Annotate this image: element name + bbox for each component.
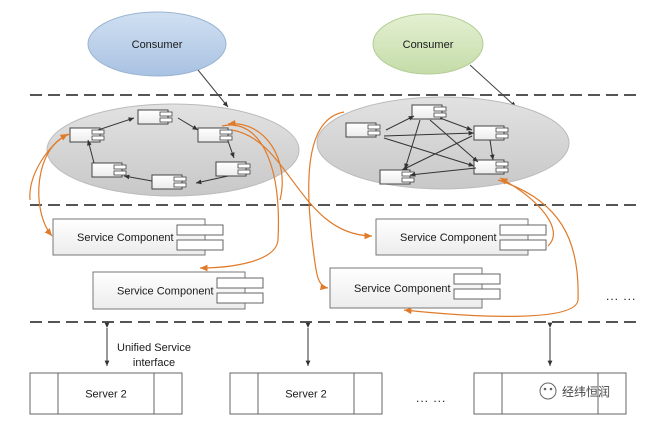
watermark: 经纬恒润 — [539, 382, 610, 400]
cluster-left-component-5 — [151, 174, 187, 190]
service-component-lower-left-label: Service Component — [117, 286, 214, 298]
consumer-right: Consumer — [372, 13, 484, 75]
consumer-right-label: Consumer — [403, 39, 454, 51]
cluster-left-component-1 — [69, 127, 105, 143]
consumer-right-connector — [469, 64, 517, 108]
watermark-text: 经纬恒润 — [562, 385, 610, 399]
cluster-left-arrows — [87, 117, 235, 185]
cluster-right-component-4 — [473, 159, 509, 175]
flow-left-up — [29, 133, 69, 201]
flow-right-loop — [403, 179, 579, 317]
servers-ellipsis: ... ... — [416, 391, 446, 405]
flow-return-left — [227, 119, 283, 201]
flow-left-to-lower-component — [199, 124, 280, 272]
orange-flow-paths — [29, 111, 579, 317]
cluster-right-arrows — [383, 115, 495, 177]
service-component-upper-right-label: Service Component — [400, 232, 497, 244]
service-component-upper-left: Service Component — [52, 218, 224, 256]
flow-right-up — [499, 177, 554, 247]
cluster-right-components — [345, 104, 509, 185]
consumer-left-connector — [197, 69, 229, 108]
layer-separators — [30, 94, 640, 323]
consumer-left: Consumer — [87, 11, 227, 77]
service-component-upper-right: Service Component — [375, 218, 547, 256]
server-2: Server 2 — [229, 372, 383, 415]
service-component-lower-right: Service Component — [329, 267, 501, 309]
servers: Server 2 Server 2 — [29, 372, 627, 415]
cluster-left-component-4 — [215, 161, 251, 177]
cluster-right-component-3 — [473, 125, 509, 141]
server-2-label: Server 2 — [285, 389, 327, 401]
flow-left-to-right-component — [231, 129, 373, 240]
interface-label-line2: interface — [133, 357, 175, 369]
interface-arrows — [104, 322, 553, 366]
cluster-left-component-3 — [197, 127, 233, 143]
cluster-right-component-2 — [411, 104, 447, 120]
cluster-right-component-1 — [345, 122, 381, 138]
flow-right-cluster-down — [308, 111, 345, 291]
cluster-left-component-6 — [91, 162, 127, 178]
service-component-lower-left: Service Component — [92, 271, 264, 310]
service-component-upper-left-label: Service Component — [77, 232, 174, 244]
components-ellipsis: ... ... — [606, 289, 636, 303]
cluster-left-component-2 — [137, 109, 173, 125]
wechat-icon — [539, 382, 557, 400]
interface-label-line1: Unified Service — [117, 342, 191, 354]
server-1: Server 2 — [29, 372, 183, 415]
cluster-right-component-5 — [379, 169, 415, 185]
server-1-label: Server 2 — [85, 389, 127, 401]
consumer-left-label: Consumer — [132, 39, 183, 51]
service-component-lower-right-label: Service Component — [354, 283, 451, 295]
cluster-left-components — [69, 109, 251, 190]
